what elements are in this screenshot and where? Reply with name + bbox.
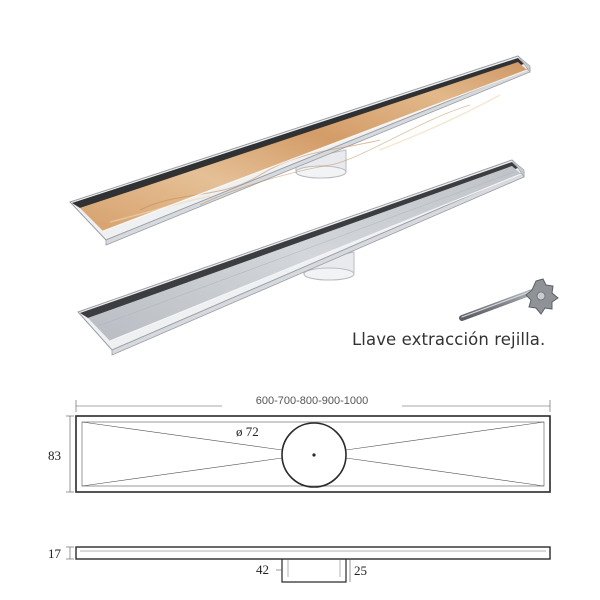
outlet-depth-label: 25 xyxy=(354,563,367,578)
extraction-key-icon xyxy=(459,278,559,321)
section-view: 17 42 25 xyxy=(48,546,551,583)
outlet-pipe xyxy=(295,149,347,179)
thickness-label: 17 xyxy=(48,546,62,561)
length-dimension-label: 600-700-800-900-1000 xyxy=(256,395,369,407)
outlet-circle xyxy=(281,422,347,488)
extraction-key-caption: Llave extracción rejilla. xyxy=(352,330,546,349)
outlet-width-label: 42 xyxy=(256,562,269,577)
steel-grille-drain xyxy=(77,159,525,356)
tile-insert xyxy=(80,62,527,231)
section-channel xyxy=(75,546,551,560)
plan-view: 600-700-800-900-1000 ø 72 83 xyxy=(48,395,551,493)
height-dimension-label: 83 xyxy=(48,448,61,463)
tile-insert-drain xyxy=(69,55,531,246)
section-outlet xyxy=(281,559,347,583)
plan-outline xyxy=(75,415,551,493)
outlet-pipe xyxy=(303,251,355,281)
diameter-label: ø 72 xyxy=(236,424,259,439)
